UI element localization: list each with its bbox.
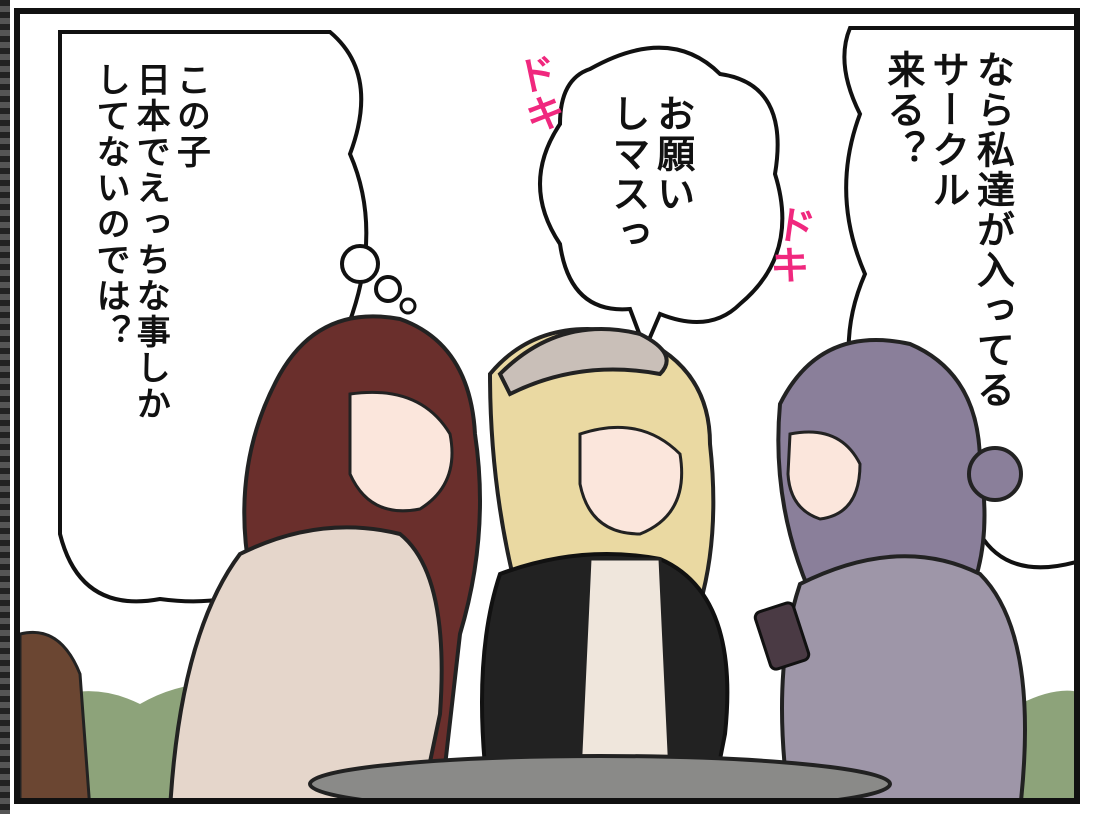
girl-center-beret <box>497 327 669 397</box>
bubble-center-shape <box>538 45 785 355</box>
girl-left-face <box>348 390 454 513</box>
bubble-right-text: なら私達が入ってる サークル 来る？ <box>880 50 1015 410</box>
girl-right-face <box>786 430 862 521</box>
girl-right-bun <box>967 446 1023 502</box>
smartphone <box>753 601 811 671</box>
table-top <box>308 754 892 798</box>
panel-artwork <box>20 26 1074 798</box>
girl-center-face <box>578 425 684 536</box>
bubble-left-text: この子 日本でえっちな事しか してないのでは？ <box>90 62 211 422</box>
thought-dot-3 <box>399 297 417 315</box>
girl-center-blouse <box>578 557 672 776</box>
girl-left-body <box>168 525 444 798</box>
bubble-center-text: お願い しマスっ <box>605 94 695 254</box>
page-edge-strip <box>0 0 10 814</box>
thought-dot-1 <box>340 244 380 284</box>
sfx-doki-right: ドキ <box>760 201 818 287</box>
girl-right-body <box>780 554 1027 798</box>
thought-dot-2 <box>374 275 402 303</box>
chair <box>20 630 91 798</box>
comic-panel: この子 日本でえっちな事しか してないのでは？ お願い しマスっ なら私達が入っ… <box>14 8 1080 804</box>
